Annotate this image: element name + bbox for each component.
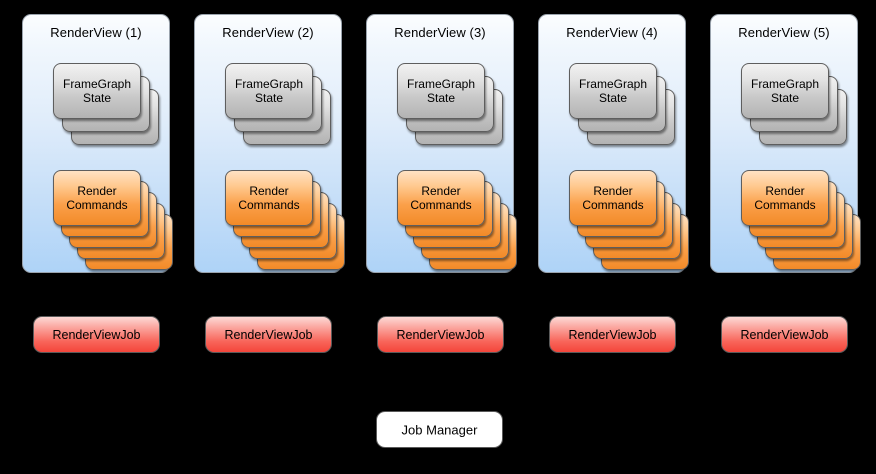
renderview-title-2: RenderView (2) — [222, 25, 314, 40]
renderviewjob-label: RenderViewJob — [740, 327, 829, 342]
renderviewjob-pill-3[interactable]: RenderViewJob — [377, 316, 504, 353]
renderview-title-1: RenderView (1) — [50, 25, 142, 40]
renderviewjob-pill-4[interactable]: RenderViewJob — [549, 316, 676, 353]
renderviewjob-pill-1[interactable]: RenderViewJob — [33, 316, 160, 353]
renderviewjob-label: RenderViewJob — [52, 327, 141, 342]
renderview-title-3: RenderView (3) — [394, 25, 486, 40]
renderviewjob-pill-5[interactable]: RenderViewJob — [721, 316, 848, 353]
job-manager-box[interactable]: Job Manager — [376, 411, 503, 448]
renderviewjob-label: RenderViewJob — [396, 327, 485, 342]
renderview-title-4: RenderView (4) — [566, 25, 658, 40]
job-manager-label: Job Manager — [401, 422, 478, 437]
renderview-title-5: RenderView (5) — [738, 25, 830, 40]
renderviewjob-pill-2[interactable]: RenderViewJob — [205, 316, 332, 353]
renderviewjob-label: RenderViewJob — [224, 327, 313, 342]
renderviewjob-label: RenderViewJob — [568, 327, 657, 342]
